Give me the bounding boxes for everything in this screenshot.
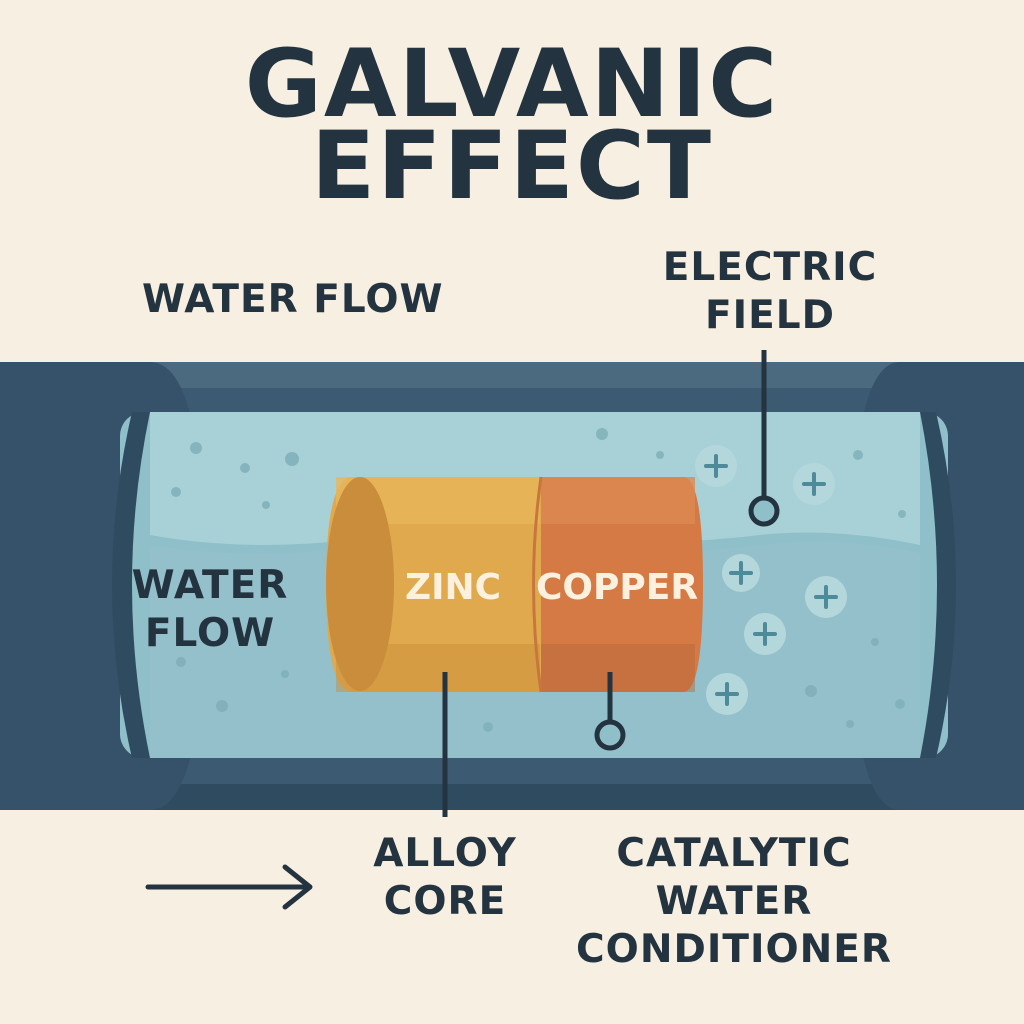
bubble [240,463,250,473]
bubble [596,428,608,440]
bubble [895,699,905,709]
plus-icon [805,576,847,618]
copper-highlight [541,477,695,524]
water-flow-top-label: WATER FLOW [142,277,444,322]
pipe-right-rim [920,412,956,758]
title-line-2: EFFECT [311,112,713,221]
diagram-leaders [442,350,780,817]
zinc-end-face [326,477,394,691]
bubble [483,722,493,732]
bubble [171,487,181,497]
bubble [871,638,879,646]
conditioner-label-line-1: CATALYTIC [616,831,851,876]
plus-icon [722,554,760,592]
conditioner-label-line-2: WATER [656,879,813,924]
bubble [176,657,186,667]
arrow-right-icon [145,864,313,910]
plus-icon [706,673,748,715]
title-line-1: GALVANIC [245,30,780,139]
bubble [285,452,299,466]
plus-icon [744,613,786,655]
alloy-core-cylinder: ZINC COPPER [326,476,703,693]
copper-shadow [541,644,695,692]
electric-field-label-line-2: FIELD [705,293,835,338]
copper-label: COPPER [536,567,698,608]
water-flow-inner-label-line-1: WATER [132,563,289,608]
bubble [190,442,202,454]
water-flow-inner-label-line-2: FLOW [145,611,275,656]
bubble [656,451,664,459]
plus-icon [793,463,835,505]
bubble [262,501,270,509]
alloy-core-label-line-1: ALLOY [373,831,517,876]
zinc-label: ZINC [405,567,501,608]
copper-section [541,477,703,692]
bubble [898,510,906,518]
conditioner-label-line-3: CONDITIONER [576,927,892,972]
metal-boundary [532,476,543,693]
alloy-core-label-line-2: CORE [384,879,506,924]
bubble [281,670,289,678]
circle-terminal-icon [748,495,780,527]
electric-field-label-line-1: ELECTRIC [663,245,878,290]
bubble [853,450,863,460]
pipe-left-rim [112,412,150,758]
bubble [805,685,817,697]
bubble [216,700,228,712]
circle-terminal-icon [594,719,626,751]
positive-ions [695,445,847,715]
plus-icon [695,445,737,487]
bubble [846,720,854,728]
